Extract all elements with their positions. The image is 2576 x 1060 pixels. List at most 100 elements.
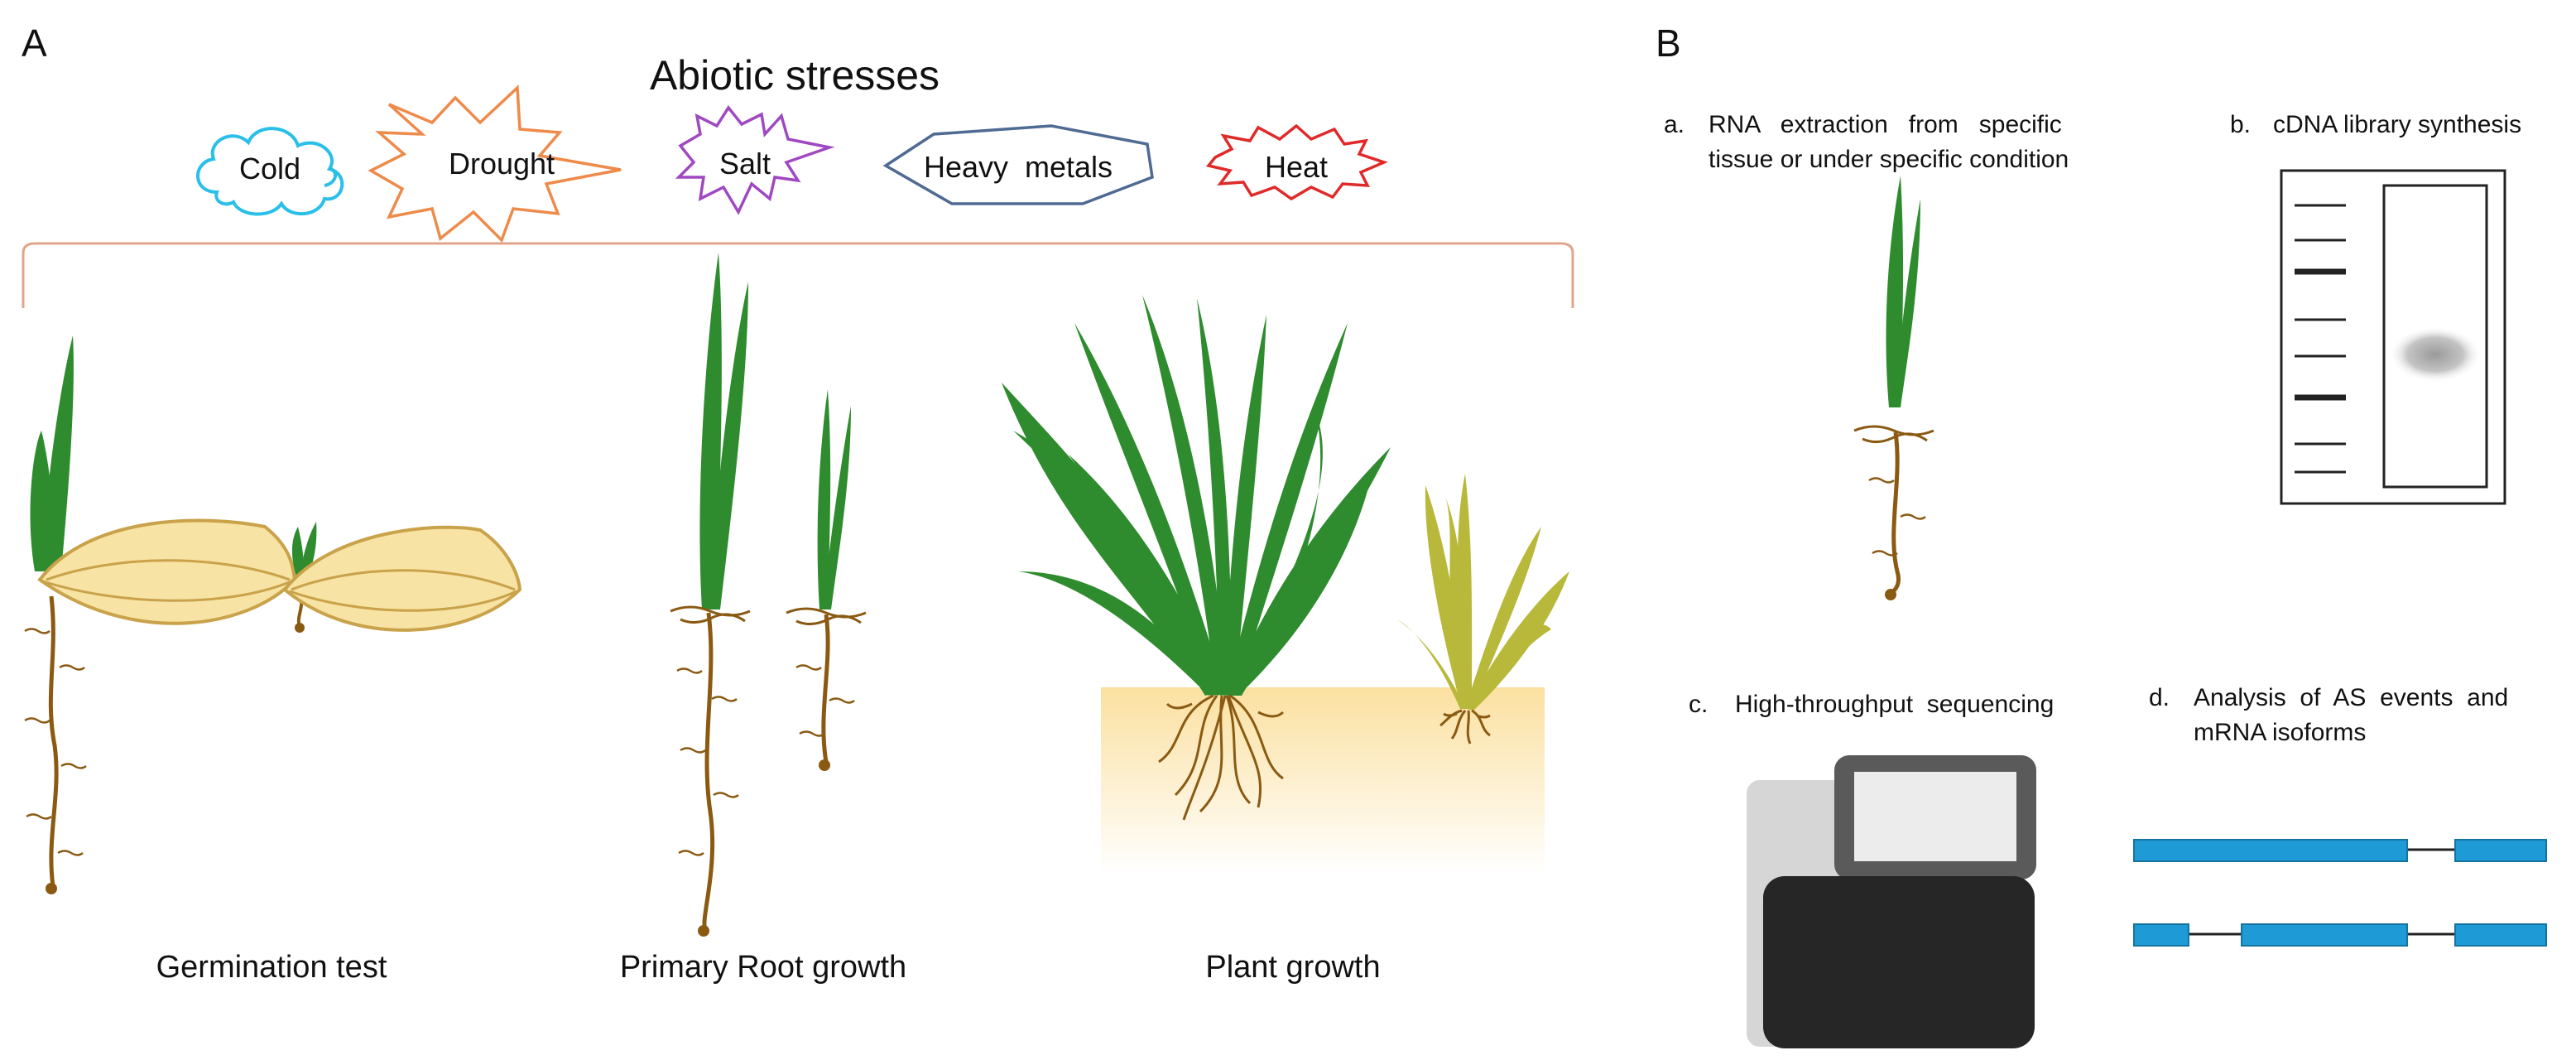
leaf (823, 406, 851, 610)
leaf (1074, 323, 1225, 696)
sequencer-screen (1854, 772, 2016, 861)
exon (2133, 923, 2189, 947)
root (702, 612, 715, 931)
step-a-line-2: tissue or under specific condition (1709, 146, 2069, 173)
root-hairs (1868, 477, 1926, 556)
step-d: d. Analysis of AS events and mRNA isofor… (2133, 684, 2547, 947)
leaf (1013, 431, 1220, 696)
leaf (817, 389, 831, 610)
stress-drought-badge: Drought (368, 84, 622, 243)
ladder-bands (2295, 204, 2346, 474)
root-tip (819, 759, 830, 771)
leaf (1445, 497, 1468, 709)
leaf (1142, 295, 1228, 696)
leaf (1223, 315, 1266, 696)
plant-growth-stressed (1397, 474, 1569, 744)
step-d-line-1: Analysis of AS events and (2194, 684, 2508, 711)
stress-bracket (22, 242, 1574, 308)
heat-starburst (1205, 123, 1388, 201)
root-tip (1885, 589, 1896, 600)
crown-roots (670, 605, 751, 624)
leaf (1397, 619, 1465, 709)
assay-label-root-growth: Primary Root growth (620, 950, 906, 985)
assay-label-plant-growth: Plant growth (1205, 950, 1380, 985)
salt-starburst (675, 104, 835, 215)
step-a-line-1: RNA extraction from specific (1709, 111, 2062, 138)
stress-label-heavy-metals: Heavy metals (924, 150, 1113, 184)
leaf (291, 527, 304, 578)
root-hairs (24, 628, 87, 856)
leaf (1894, 199, 1920, 407)
stress-cold-badge: Cold (196, 127, 344, 216)
exon (2241, 923, 2408, 947)
exon (2133, 839, 2408, 862)
sequencer-body (1763, 876, 2035, 1048)
isoform-1 (2133, 839, 2547, 862)
seed-ridge (289, 590, 517, 612)
germination-seedling-stressed (282, 522, 522, 633)
leaf (1886, 176, 1904, 407)
plant-growth-control (1002, 295, 1391, 821)
seed (37, 518, 297, 625)
step-b-index: b. (2230, 111, 2251, 138)
seed-ridge (291, 569, 516, 591)
root-hairs (795, 664, 855, 737)
root-tip (46, 883, 57, 894)
leaf (709, 282, 748, 610)
stress-salt-badge: Salt (675, 104, 835, 215)
rna-seedling (1853, 176, 1934, 600)
step-b-line-1: cDNA library synthesis (2273, 111, 2521, 138)
root (48, 595, 59, 887)
root-hairs (676, 667, 739, 856)
crown-roots (1853, 425, 1934, 443)
root-system (1439, 709, 1491, 744)
root-tip (698, 925, 709, 937)
step-d-index: d. (2149, 684, 2170, 711)
step-a-index: a. (1664, 111, 1684, 138)
germination-seedling-control (24, 335, 297, 894)
assay-label-germination: Germination test (156, 950, 387, 985)
exon (2454, 923, 2547, 947)
root-system (1158, 694, 1285, 821)
cloud-curl (324, 167, 338, 187)
panel-a-letter: A (22, 22, 47, 65)
leaf (300, 522, 317, 578)
root-growth-seedling-stressed (786, 389, 867, 771)
sequencer-machine (1747, 755, 2036, 1048)
leaf (1465, 527, 1541, 709)
stress-label-salt: Salt (719, 147, 771, 181)
seed-ridge (46, 559, 291, 581)
stress-label-cold: Cold (239, 152, 300, 186)
root-growth-seedling-control (670, 253, 751, 937)
drought-starburst (368, 84, 622, 243)
root (821, 614, 830, 763)
leaf (1197, 298, 1232, 696)
leaf (1468, 624, 1551, 711)
panel-b: B a. RNA extraction from specific tissue… (1656, 22, 2547, 1048)
step-b: b. cDNA library synthesis (2230, 111, 2521, 505)
isoform-2 (2133, 923, 2547, 947)
exon (2454, 839, 2547, 862)
stress-heavy-metals-badge: Heavy metals (882, 124, 1154, 205)
root-tip (295, 623, 305, 633)
root (1889, 431, 1901, 595)
leaf (41, 335, 74, 571)
panel-a-title: Abiotic stresses (650, 52, 940, 99)
step-a: a. RNA extraction from specific tissue o… (1664, 111, 2069, 600)
stress-heat-badge: Heat (1205, 123, 1388, 201)
step-d-line-2: mRNA isoforms (2194, 719, 2366, 746)
leaf (1068, 454, 1228, 696)
step-c-line-1: High-throughput sequencing (1735, 691, 2054, 718)
stress-label-heat: Heat (1265, 150, 1328, 184)
gel-image (2280, 169, 2506, 505)
leaf (1225, 323, 1348, 696)
panel-a: A Abiotic stresses Cold Drought Salt Hea… (22, 22, 1574, 985)
panel-b-letter: B (1656, 22, 1681, 65)
seed-ridge (42, 580, 292, 602)
step-c-index: c. (1689, 691, 1708, 718)
cloud-shape (196, 127, 344, 216)
stress-label-drought: Drought (449, 147, 555, 181)
step-c: c. High-throughput sequencing (1689, 691, 2054, 1048)
heavy-metals-hexagon (882, 124, 1154, 205)
